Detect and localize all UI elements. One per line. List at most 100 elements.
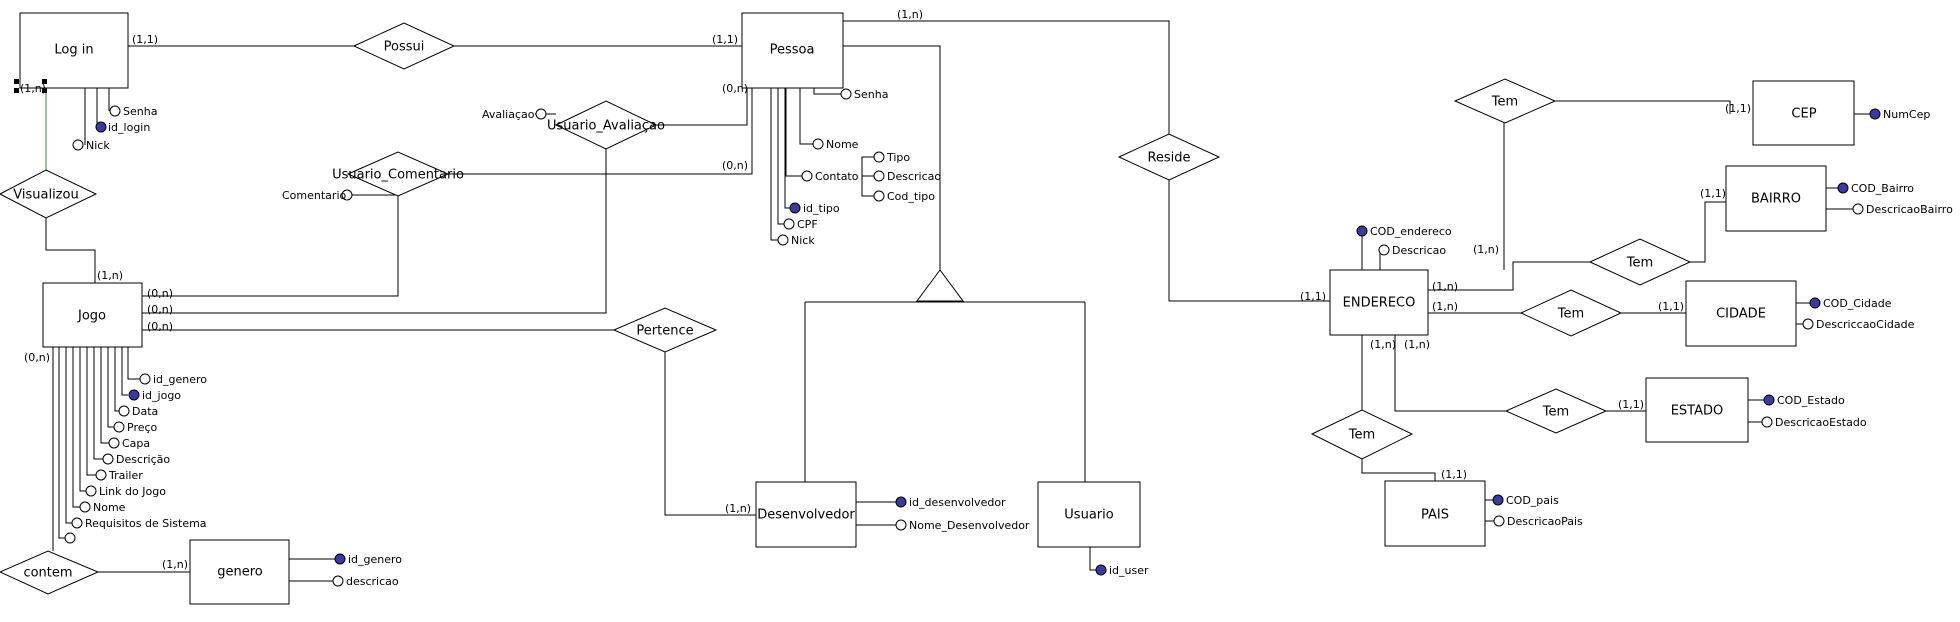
entity-cidade-label: CIDADE xyxy=(1716,307,1766,322)
relationship-contem[interactable]: contem xyxy=(0,550,100,595)
card-jogo-pertence: (0,n) xyxy=(147,320,173,333)
attr-end-cod: COD_endereco xyxy=(1370,225,1452,238)
relationship-visualizou[interactable]: Visualizou xyxy=(0,169,98,219)
attr-pais-cod: COD_pais xyxy=(1506,494,1559,507)
card-bairro-tem: (1,1) xyxy=(1700,187,1726,200)
card-genero-contem: (1,n) xyxy=(162,558,188,571)
attr-dev-nome: Nome_Desenvolvedor xyxy=(909,519,1030,532)
relationship-tem-bairro-label: Tem xyxy=(1626,256,1653,271)
attribute-labels: Senha id_login Nick Avaliaçao Comentario… xyxy=(85,88,1953,588)
entity-login[interactable]: Log in xyxy=(19,12,129,89)
attribute-circle xyxy=(895,519,907,531)
relationship-tem-bairro[interactable]: Tem xyxy=(1588,238,1692,286)
entity-pessoa[interactable]: Pessoa xyxy=(741,12,844,89)
cardinality-labels: (1,1) (1,1) (1,n) (0,n) (0,n) (1,n) (1,n… xyxy=(20,8,1751,571)
attr-genero-id: id_genero xyxy=(348,553,402,566)
relationship-tem-cep[interactable]: Tem xyxy=(1453,78,1557,124)
entity-estado-label: ESTADO xyxy=(1671,404,1724,419)
specialization-triangle xyxy=(916,269,964,302)
relationship-tem-cidade[interactable]: Tem xyxy=(1519,289,1623,337)
attr-estado-desc: DescricaoEstado xyxy=(1775,416,1867,429)
entity-usuario[interactable]: Usuario xyxy=(1037,481,1141,548)
card-estado-tem: (1,1) xyxy=(1618,398,1644,411)
attribute-circle xyxy=(801,170,813,182)
entity-genero[interactable]: genero xyxy=(189,539,290,605)
key-attribute-circle xyxy=(1763,394,1775,406)
card-end-reside: (1,1) xyxy=(1300,290,1326,303)
key-attribute-circle xyxy=(95,121,107,133)
key-attribute-circle xyxy=(1837,182,1849,194)
relationship-pertence[interactable]: Pertence xyxy=(612,307,718,353)
attr-cidade-desc: DescriccaoCidade xyxy=(1816,318,1915,331)
attribute-circle xyxy=(1761,416,1773,428)
attribute-circle xyxy=(113,421,125,433)
relationship-tem-estado[interactable]: Tem xyxy=(1504,388,1608,434)
card-pessoa-possui: (1,1) xyxy=(712,33,738,46)
card-end-cidade: (1,n) xyxy=(1432,300,1458,313)
attribute-circle xyxy=(840,88,852,100)
entity-endereco-label: ENDERECO xyxy=(1343,296,1416,311)
entity-pessoa-label: Pessoa xyxy=(770,43,815,58)
attr-end-desc: Descricao xyxy=(1392,244,1446,257)
relationship-possui[interactable]: Possui xyxy=(352,22,456,70)
attribute-circle xyxy=(85,485,97,497)
entity-cep[interactable]: CEP xyxy=(1752,80,1855,146)
card-end-estado: (1,n) xyxy=(1404,338,1430,351)
relationship-usuario-avaliacao[interactable]: Usuario_Avaliaçao xyxy=(547,100,665,150)
relationship-reside-label: Reside xyxy=(1147,151,1190,166)
entity-bairro-label: BAIRRO xyxy=(1751,192,1801,207)
attribute-circle xyxy=(109,105,121,117)
attribute-circle xyxy=(108,437,120,449)
entity-cep-label: CEP xyxy=(1791,107,1816,122)
attr-genero-descricao: descricao xyxy=(346,575,399,588)
attr-jogo-preco: Preço xyxy=(127,421,158,434)
attr-pessoa-senha: Senha xyxy=(854,88,888,101)
relationship-tem-pais-label: Tem xyxy=(1348,428,1375,443)
entity-login-label: Log in xyxy=(54,43,93,58)
card-pessoa-reside: (1,n) xyxy=(897,8,923,21)
entity-bairro[interactable]: BAIRRO xyxy=(1725,165,1827,232)
attribute-circle xyxy=(341,189,353,201)
entity-desenvolvedor-label: Desenvolvedor xyxy=(757,508,855,523)
attr-bairro-desc: DescricaoBairro xyxy=(1866,203,1953,216)
key-attribute-circle xyxy=(1095,564,1107,576)
card-pessoa-avaliacao: (0,n) xyxy=(722,82,748,95)
attribute-circle xyxy=(71,517,83,529)
entity-jogo-label: Jogo xyxy=(77,309,106,324)
relationship-tem-cidade-label: Tem xyxy=(1557,307,1584,322)
attribute-circle xyxy=(1802,318,1814,330)
entity-cidade[interactable]: CIDADE xyxy=(1685,280,1797,347)
attr-cidade-cod: COD_Cidade xyxy=(1823,297,1892,310)
attr-jogo-data: Data xyxy=(132,405,158,418)
relationship-usuario-avaliacao-label: Usuario_Avaliaçao xyxy=(547,119,665,134)
card-end-pais: (1,n) xyxy=(1370,338,1396,351)
entity-endereco[interactable]: ENDERECO xyxy=(1329,269,1429,336)
attr-jogo-trailer: Trailer xyxy=(108,469,143,482)
attr-login-id: id_login xyxy=(108,121,150,134)
attr-jogo-requisitos: Requisitos de Sistema xyxy=(85,517,207,530)
attribute-circle xyxy=(873,151,885,163)
attr-estado-cod: COD_Estado xyxy=(1777,394,1845,407)
attribute-circle xyxy=(139,373,151,385)
entity-pais-label: PAIS xyxy=(1421,508,1449,523)
card-login-visualizou: (1,n) xyxy=(20,82,46,95)
relationship-usuario-comentario[interactable]: Usuario_Comentario xyxy=(332,151,464,197)
relationship-tem-pais[interactable]: Tem xyxy=(1310,409,1414,460)
entity-estado[interactable]: ESTADO xyxy=(1645,377,1749,443)
relationship-reside[interactable]: Reside xyxy=(1117,133,1221,181)
attr-contato-descricao: Descricao xyxy=(887,170,941,183)
attribute-circle xyxy=(783,218,795,230)
entity-jogo[interactable]: Jogo xyxy=(42,282,143,348)
attr-pessoa-contato: Contato xyxy=(815,170,859,183)
entity-desenvolvedor[interactable]: Desenvolvedor xyxy=(755,481,857,548)
card-jogo-visualizou: (1,n) xyxy=(97,269,123,282)
attr-jogo-capa: Capa xyxy=(122,437,150,450)
entity-pais[interactable]: PAIS xyxy=(1384,480,1486,547)
attr-login-nick: Nick xyxy=(86,139,110,152)
attr-dev-id: id_desenvolvedor xyxy=(909,496,1006,509)
card-jogo-avaliacao: (0,n) xyxy=(147,303,173,316)
relationship-pertence-label: Pertence xyxy=(636,324,693,339)
attribute-circle xyxy=(332,575,344,587)
attribute-circle xyxy=(1493,515,1505,527)
